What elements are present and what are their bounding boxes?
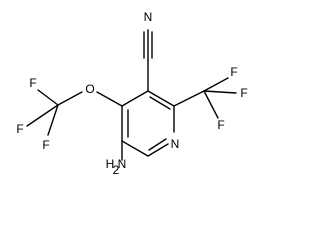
atom-amino-subscript: 2 — [113, 163, 120, 177]
bond-c2-cf3 — [173, 90, 205, 107]
atom-f-ocf3-c: F — [42, 138, 49, 152]
atom-ether-o: O — [85, 82, 94, 96]
bond-cf3-fb — [203, 90, 237, 94]
bond-ocf3-fb — [26, 104, 59, 127]
atom-f-cf3-c: F — [217, 118, 224, 132]
atom-ring-n: N — [171, 137, 180, 151]
atom-f-cf3-a: F — [230, 65, 237, 79]
bond-c6-c5 — [121, 140, 149, 157]
bond-o-c — [57, 91, 83, 106]
structure-canvas: N N O F F F F F F H N 2 — [16, 10, 247, 177]
atom-f-ocf3-b: F — [16, 122, 23, 136]
molecule-structure: N N O F F F F F F H N 2 — [16, 10, 247, 177]
bond-c3-c2 — [147, 90, 175, 107]
atom-f-cf3-b: F — [240, 86, 247, 100]
bond-c4-c3 — [121, 90, 149, 107]
bond-cf3-fc — [203, 90, 219, 119]
bond-cf3-fa — [203, 77, 229, 92]
bond-ocf3-fc — [47, 104, 59, 136]
atom-amino-n: N — [118, 157, 127, 171]
bond-n1-c6 — [147, 143, 169, 157]
atom-amino-h: H — [106, 157, 115, 171]
bond-c3-c2-inner — [149, 96, 171, 110]
bond-ocf3-fa — [37, 89, 59, 106]
atom-f-ocf3-a: F — [29, 76, 36, 90]
atom-nitrile-n: N — [144, 10, 153, 24]
bond-n1-c6-inner — [148, 138, 167, 151]
bond-c4-o — [96, 91, 123, 107]
